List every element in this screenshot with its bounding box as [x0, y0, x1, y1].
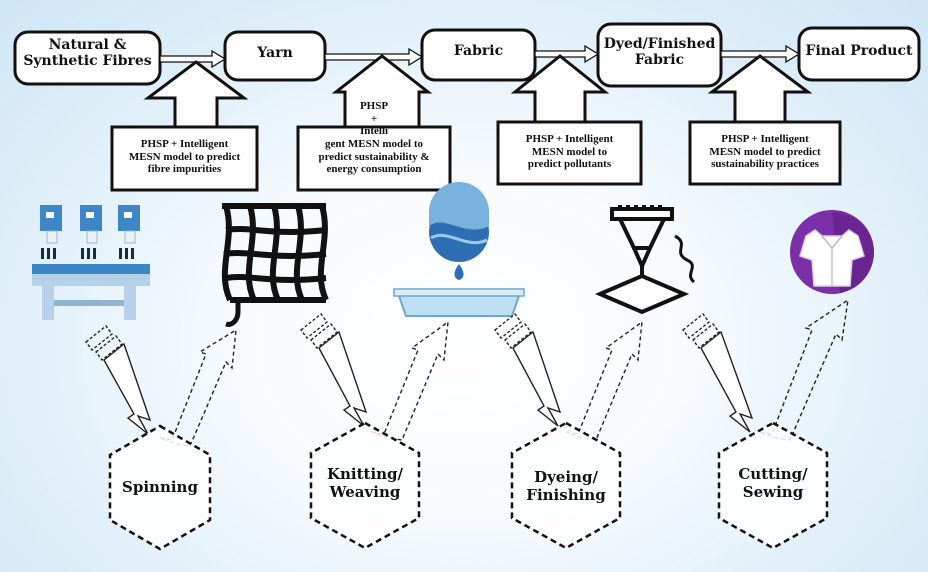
process-label-cutting: Cutting/ Sewing	[738, 465, 808, 501]
annotation-arrow-4	[707, 54, 813, 124]
down-arrow-4	[682, 313, 754, 433]
hexagon-cutting	[717, 421, 829, 550]
up-arrow-4	[759, 298, 849, 441]
annotation-text-2: PHSP + Intelli gent MESN model to predic…	[318, 100, 430, 176]
annotation-arrows	[143, 54, 813, 129]
process-label-spinning: Spinning	[122, 478, 198, 496]
stage-label-yarn: Yarn	[257, 45, 293, 61]
shirt-icon	[790, 210, 874, 294]
process-hexagons	[108, 421, 829, 551]
hexagon-dyeing	[510, 421, 622, 550]
up-arrow-3	[565, 320, 643, 441]
annotation-arrow-1	[143, 60, 249, 129]
annotation-text-1: PHSP + Intelligent MESN model to predict…	[128, 138, 241, 176]
annotation-text-3: PHSP + Intelligent MESN model to predict…	[525, 133, 614, 171]
flow-arrow-4	[720, 44, 801, 64]
annotation-text-4: PHSP + Intelligent MESN model to predict…	[709, 133, 821, 171]
down-arrow-1	[85, 325, 152, 435]
annotation-box-2	[296, 125, 452, 192]
hexagon-knitting	[309, 421, 421, 550]
woven-mesh-icon	[221, 203, 329, 327]
stage-label-fibres: Natural & Synthetic Fibres	[23, 37, 152, 69]
spinning-machine-icon	[32, 205, 150, 320]
flow-arrow-2	[324, 47, 424, 67]
annotation-arrow-3	[510, 54, 610, 124]
process-label-knitting: Knitting/ Weaving	[326, 465, 404, 501]
flow-arrows	[159, 44, 801, 69]
down-arrow-2	[300, 313, 368, 427]
annotation-box-1	[110, 125, 259, 192]
stage-label-final: Final Product	[805, 43, 913, 59]
annotation-box-3	[496, 120, 643, 186]
hexagon-spinning	[108, 424, 212, 551]
stage-label-dyed: Dyed/Finished Fabric	[603, 36, 716, 68]
up-arrow-2	[371, 320, 449, 441]
flow-arrow-3	[534, 44, 600, 64]
stage-label-fabric: Fabric	[453, 43, 504, 59]
up-arrow-1	[159, 328, 237, 447]
annotation-boxes	[110, 120, 842, 192]
annotation-arrow-2	[331, 54, 433, 129]
down-arrow-3	[494, 313, 562, 427]
process-label-dyeing: Dyeing/ Finishing	[526, 468, 606, 504]
process-arrows	[85, 298, 849, 447]
flow-arrow-1	[159, 49, 227, 69]
3d-printer-icon	[594, 205, 696, 315]
water-basin-icon	[393, 182, 525, 317]
annotation-box-4	[688, 120, 842, 186]
